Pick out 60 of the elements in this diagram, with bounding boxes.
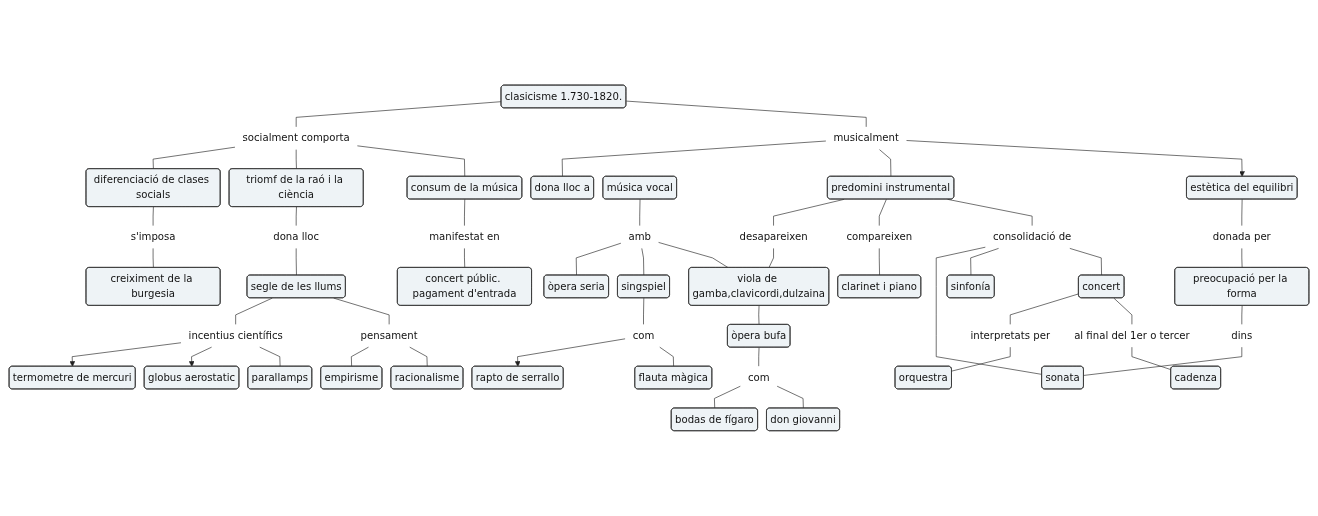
- connector: [409, 346, 428, 367]
- node-text: al final del 1er o tercer: [1074, 329, 1190, 342]
- connector: [1083, 346, 1243, 376]
- connector: [235, 297, 273, 325]
- connector: [1241, 199, 1243, 226]
- node-text: dona lloc: [273, 230, 320, 243]
- node-text: interpretats per: [970, 329, 1051, 342]
- connector: [351, 346, 369, 367]
- connector: [639, 199, 641, 226]
- connector: [878, 248, 880, 276]
- connector: [659, 346, 674, 367]
- connector: [776, 386, 804, 409]
- connector: [295, 248, 297, 276]
- connector: [658, 242, 729, 269]
- node-text: desapareixen: [739, 230, 808, 243]
- connector: [1241, 248, 1243, 269]
- node-text: amb: [628, 230, 651, 243]
- connector: [295, 101, 502, 128]
- connector: [357, 145, 466, 177]
- connector: [1069, 248, 1102, 276]
- node-text: com: [747, 371, 770, 384]
- connector: [641, 248, 645, 276]
- connector: [970, 248, 999, 276]
- connector: [561, 140, 827, 177]
- connector: [625, 100, 867, 128]
- connector: [333, 297, 390, 325]
- node-text: donada per: [1212, 230, 1271, 243]
- connector: [295, 206, 297, 226]
- connector: [768, 248, 774, 269]
- connector: [947, 199, 1033, 226]
- node-text: musicalment: [833, 132, 899, 145]
- connector: [1009, 293, 1080, 325]
- connector: [1131, 346, 1172, 371]
- node-text: com: [632, 329, 655, 342]
- node-text: incentius científics: [188, 329, 283, 342]
- node-text: compareixen: [846, 230, 913, 243]
- connector: [879, 149, 892, 177]
- node-text: manifestat en: [429, 230, 500, 243]
- connector: [951, 346, 1011, 372]
- connector: [295, 149, 297, 170]
- connector: [758, 305, 760, 326]
- connector: [878, 199, 887, 226]
- connector: [758, 347, 760, 367]
- connector: [464, 199, 466, 226]
- connector: [152, 248, 154, 269]
- connector: [464, 248, 466, 269]
- node-text: pensament: [360, 329, 418, 342]
- connector: [935, 247, 1043, 375]
- connector: [643, 297, 645, 325]
- connector: [259, 346, 281, 367]
- node-text: consolidació de: [992, 230, 1072, 243]
- node-text: s'imposa: [130, 230, 176, 243]
- connector: [152, 206, 154, 226]
- connector: [714, 386, 741, 409]
- node-text: socialment comporta: [242, 132, 350, 145]
- connector: [152, 146, 236, 170]
- connector: [1113, 297, 1133, 325]
- connector: [575, 243, 622, 276]
- connector: [1241, 305, 1243, 325]
- node-text: dins: [1231, 329, 1253, 342]
